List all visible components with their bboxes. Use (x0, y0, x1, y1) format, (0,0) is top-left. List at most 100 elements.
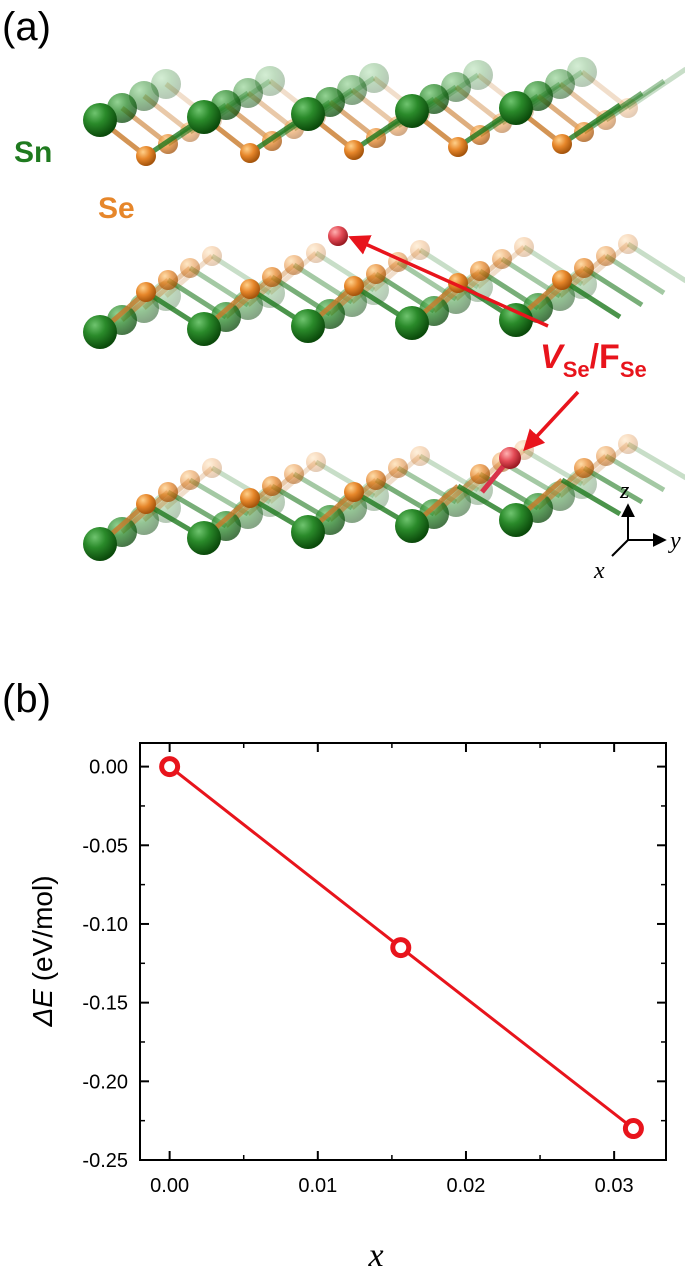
se-atom (202, 246, 222, 266)
se-atom (574, 258, 594, 278)
y-axis: 0.00 -0.05 -0.10 -0.15 -0.20 -0.25 (82, 757, 666, 1172)
defect-atom (499, 447, 521, 469)
se-atom (158, 482, 178, 502)
x-tick-label: 0.00 (150, 1175, 189, 1197)
se-atom (410, 446, 430, 466)
sn-atom (499, 503, 533, 537)
se-atom (618, 234, 638, 254)
se-element-label: Se (98, 192, 135, 225)
sn-atom (395, 509, 429, 543)
data-point (622, 1118, 644, 1140)
se-atom (306, 452, 326, 472)
sn-atom (499, 91, 533, 125)
se-atom (136, 146, 156, 166)
se-atom (618, 434, 638, 454)
sn-atom (291, 309, 325, 343)
se-atom (180, 258, 200, 278)
se-atom (262, 476, 282, 496)
y-tick-label: -0.10 (82, 914, 128, 936)
sn-atom (83, 315, 117, 349)
se-atom (574, 458, 594, 478)
sn-atom (463, 60, 493, 90)
axis-y-label: y (668, 528, 681, 554)
panel-a-label: (a) (2, 5, 51, 49)
sn-atom (187, 312, 221, 346)
se-atom (284, 255, 304, 275)
x-tick-label: 0.01 (298, 1175, 337, 1197)
sn-atom (129, 81, 159, 111)
se-atom (240, 488, 260, 508)
y-axis-title: ΔE (eV/mol) (27, 875, 58, 1027)
se-atom (180, 470, 200, 490)
defect-sep: /F (590, 338, 620, 376)
sn-atom (151, 69, 181, 99)
se-atom (552, 270, 572, 290)
sn-element-label: Sn (14, 136, 52, 169)
se-atom (492, 249, 512, 269)
sn-atom (359, 63, 389, 93)
se-atom (262, 267, 282, 287)
crystal-structure (83, 57, 685, 561)
se-atom (366, 470, 386, 490)
se-atom (470, 464, 490, 484)
x-tick-label: 0.02 (447, 1175, 486, 1197)
se-atom (344, 140, 364, 160)
sn-atom (395, 94, 429, 128)
y-tick-label: -0.05 (82, 835, 128, 857)
axes-triad: z y x (593, 478, 681, 584)
se-atom (366, 264, 386, 284)
se-atom (240, 143, 260, 163)
se-atom (344, 276, 364, 296)
defect-v: V (540, 338, 566, 376)
sn-atom (83, 103, 117, 137)
se-atom (284, 464, 304, 484)
defect-label: VSe/FSe (540, 338, 647, 382)
se-atom (514, 237, 534, 257)
axis-z-label: z (619, 478, 630, 504)
sn-atom (291, 97, 325, 131)
defect-v-sub: Se (563, 357, 590, 382)
se-atom (596, 446, 616, 466)
defect-arrow-bottom (523, 390, 580, 452)
se-atom (240, 279, 260, 299)
y-tick-label: -0.15 (82, 993, 128, 1015)
sn-atom (255, 66, 285, 96)
se-atom (202, 458, 222, 478)
data-point (390, 937, 412, 959)
x-axis-title: x (367, 1237, 383, 1273)
axis-x-label: x (593, 558, 605, 584)
sn-atom (395, 306, 429, 340)
sn-atom (499, 303, 533, 337)
se-atom (136, 282, 156, 302)
y-tick-label: 0.00 (89, 757, 128, 779)
y-axis-symbol: ΔE (27, 989, 58, 1028)
sn-atom (83, 527, 117, 561)
defect-atom (328, 226, 348, 246)
x-tick-label: 0.03 (595, 1175, 634, 1197)
y-axis-unit: (eV/mol) (27, 875, 58, 981)
se-atom (448, 137, 468, 157)
se-atom (388, 458, 408, 478)
se-atom (470, 261, 490, 281)
se-atom (410, 240, 430, 260)
se-atom (158, 270, 178, 290)
sn-atom (233, 78, 263, 108)
sn-atom (441, 72, 471, 102)
panel-b-label: (b) (2, 677, 51, 721)
defect-arrow-top (348, 235, 549, 328)
data-point (159, 756, 181, 778)
series-layer (159, 756, 644, 1140)
plot-frame (139, 742, 667, 1161)
se-atom (552, 134, 572, 154)
se-atom (344, 482, 364, 502)
defect-f-sub: Se (620, 357, 647, 382)
sn-atom (187, 100, 221, 134)
sn-atom (545, 69, 575, 99)
se-atom (306, 243, 326, 263)
y-tick-label: -0.25 (82, 1150, 128, 1172)
sn-atom (337, 75, 367, 105)
y-tick-label: -0.20 (82, 1071, 128, 1093)
energy-chart: 0.00 -0.05 -0.10 -0.15 -0.20 -0.25 0.00 0.01 0.… (27, 742, 667, 1273)
sn-atom (187, 521, 221, 555)
